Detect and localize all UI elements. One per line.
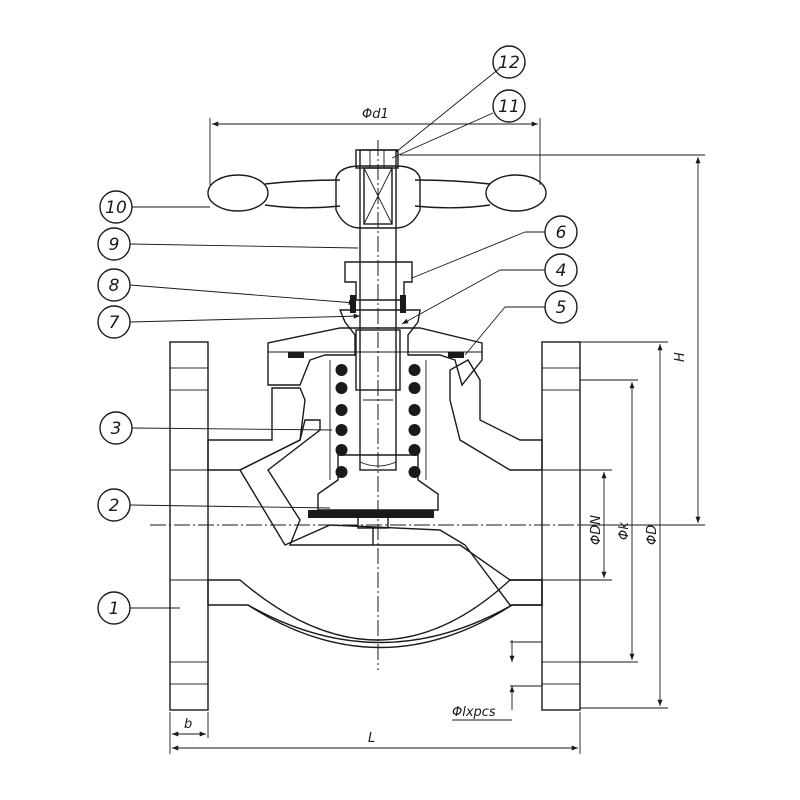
dim-flange-thickness: b bbox=[184, 717, 192, 732]
valve-disc bbox=[308, 454, 439, 545]
callout-1: 1 bbox=[97, 591, 131, 625]
svg-text:9: 9 bbox=[109, 235, 120, 255]
handwheel bbox=[207, 149, 547, 229]
svg-text:12: 12 bbox=[498, 53, 520, 73]
spring-housing-lines bbox=[329, 360, 427, 480]
spring-coil-section bbox=[335, 444, 348, 456]
spring bbox=[329, 360, 427, 480]
spring-coil-section bbox=[408, 404, 421, 416]
packing-right bbox=[400, 295, 406, 313]
left-flange-bolt-hole-top bbox=[169, 367, 209, 391]
svg-text:11: 11 bbox=[498, 97, 520, 117]
dimensions: Φd1 H ΦD Φk ΦDN Φlxpcs b bbox=[169, 107, 705, 754]
callout-7: 7 bbox=[97, 305, 131, 339]
dim-length: L bbox=[368, 731, 375, 746]
svg-text:3: 3 bbox=[111, 419, 122, 439]
dim-height: H bbox=[673, 352, 688, 362]
handwheel-rim-right bbox=[485, 174, 547, 212]
spring-coil-section bbox=[408, 444, 421, 456]
body-wall-upper-right bbox=[449, 359, 543, 471]
spring-coil-section bbox=[408, 424, 421, 436]
body-seat-partition bbox=[239, 419, 543, 606]
spring-coil-section bbox=[408, 364, 421, 376]
callout-6: 6 bbox=[544, 215, 578, 249]
disc-holder bbox=[317, 454, 439, 511]
callout-9: 9 bbox=[97, 227, 131, 261]
callout-10: 10 bbox=[99, 190, 133, 224]
handwheel-spoke-left bbox=[264, 179, 341, 185]
svg-text:7: 7 bbox=[109, 313, 120, 333]
callout-4: 4 bbox=[544, 253, 578, 287]
dim-bolt-holes: Φlxpcs bbox=[452, 705, 496, 720]
callout-8: 8 bbox=[97, 268, 131, 302]
bonnet-casting bbox=[267, 309, 483, 387]
svg-text:8: 8 bbox=[109, 276, 120, 296]
right-flange-bolt-hole-bottom bbox=[541, 661, 581, 685]
spring-coil-section bbox=[335, 424, 348, 436]
left-flange-bolt-hole-bottom bbox=[169, 661, 209, 685]
svg-text:10: 10 bbox=[105, 198, 127, 218]
handwheel-spoke-right bbox=[414, 179, 491, 185]
spring-coil-section bbox=[335, 364, 348, 376]
handwheel-hub bbox=[335, 165, 421, 229]
callout-11: 11 bbox=[492, 89, 526, 123]
dim-nominal-diameter: ΦDN bbox=[589, 515, 604, 545]
body-wall-upper-left bbox=[207, 387, 306, 471]
callouts: 1 2 3 4 5 6 7 8 9 10 11 12 bbox=[97, 45, 578, 625]
svg-text:2: 2 bbox=[109, 496, 120, 516]
right-flange bbox=[541, 341, 581, 711]
dim-bolt-circle: Φk bbox=[617, 522, 632, 540]
right-flange-bolt-hole-top bbox=[541, 367, 581, 391]
handwheel-rim-left bbox=[207, 174, 269, 212]
spring-coil-section bbox=[335, 382, 348, 394]
disc-face bbox=[308, 510, 434, 518]
bonnet-gasket-right bbox=[448, 352, 464, 358]
callout-3: 3 bbox=[99, 411, 133, 445]
callout-12: 12 bbox=[492, 45, 526, 79]
svg-text:6: 6 bbox=[556, 223, 567, 243]
spring-coil-section bbox=[408, 382, 421, 394]
svg-text:5: 5 bbox=[556, 298, 567, 318]
bonnet-gasket-left bbox=[288, 352, 304, 358]
bonnet bbox=[267, 309, 483, 387]
svg-text:4: 4 bbox=[556, 261, 567, 281]
callout-2: 2 bbox=[97, 488, 131, 522]
dim-handwheel-diameter: Φd1 bbox=[362, 107, 389, 122]
packing-left bbox=[350, 295, 356, 313]
svg-text:1: 1 bbox=[109, 599, 120, 619]
dim-flange-diameter: ΦD bbox=[645, 525, 660, 545]
valve-body bbox=[169, 341, 581, 711]
body-lower-belly bbox=[207, 579, 543, 649]
handwheel-nut bbox=[355, 149, 399, 169]
left-flange bbox=[169, 341, 209, 711]
callout-5: 5 bbox=[544, 290, 578, 324]
spring-coil-section bbox=[335, 404, 348, 416]
